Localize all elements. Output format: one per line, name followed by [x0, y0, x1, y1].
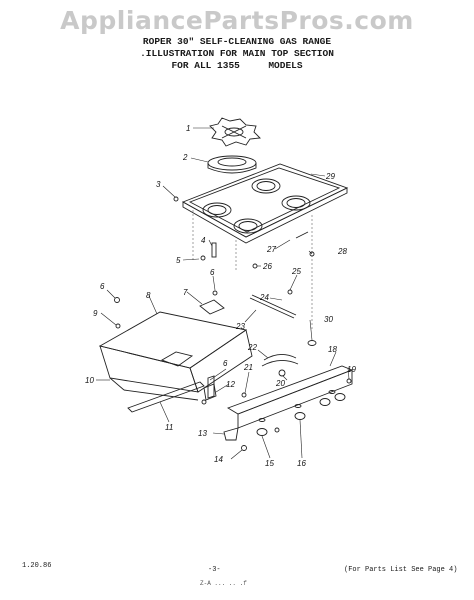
callout-16: 16 [297, 459, 306, 468]
callout-7: 7 [183, 288, 188, 297]
leader-lines [96, 127, 350, 460]
title-line-3: FOR ALL 1355 MODELS [171, 60, 303, 71]
callout-19: 19 [347, 365, 356, 374]
title-line-2: .ILLUSTRATION FOR MAIN TOP SECTION [140, 48, 334, 59]
callout-22: 22 [247, 343, 257, 352]
callout-25: 25 [291, 267, 301, 276]
callout-26: 26 [262, 262, 272, 271]
callout-11: 11 [165, 423, 173, 432]
callout-12: 12 [226, 380, 235, 389]
callout-labels: 1 2 3 29 4 27 28 5 26 6 25 6 8 7 24 9 30… [85, 124, 356, 468]
callout-13: 13 [198, 429, 207, 438]
cooktop-main-top-part [181, 163, 349, 244]
callout-29: 29 [325, 172, 335, 181]
callout-4: 4 [201, 236, 206, 245]
callout-28: 28 [337, 247, 347, 256]
callout-9: 9 [93, 309, 98, 318]
callout-6b: 6 [100, 282, 105, 291]
callout-23: 23 [235, 322, 245, 331]
footer-scribble: Z-A ... .. .f [200, 580, 247, 587]
parts-list-reference: (For Parts List See Page 4) [344, 566, 458, 574]
knob-parts [203, 340, 352, 451]
rod-part [249, 289, 297, 319]
callout-30: 30 [324, 315, 333, 324]
callout-8: 8 [146, 291, 151, 300]
callout-18: 18 [328, 345, 337, 354]
callout-10: 10 [85, 376, 94, 385]
callout-6a: 6 [210, 268, 215, 277]
callout-3: 3 [156, 180, 161, 189]
title-line-1: ROPER 30" SELF-CLEANING GAS RANGE [142, 36, 332, 47]
callout-24: 24 [259, 293, 269, 302]
top-hardware-parts [173, 196, 315, 330]
burner-cap-part [209, 117, 261, 147]
callout-20: 20 [275, 379, 285, 388]
diagram-title: ROPER 30" SELF-CLEANING GAS RANGE .ILLUS… [0, 36, 474, 72]
callout-5: 5 [176, 256, 181, 265]
callout-2: 2 [182, 153, 188, 162]
callout-27: 27 [266, 245, 276, 254]
bracket-part [199, 290, 225, 315]
callout-21: 21 [243, 363, 253, 372]
callout-6c: 6 [223, 359, 228, 368]
page-number: -3- [208, 566, 221, 574]
callout-15: 15 [265, 459, 274, 468]
watermark-text: AppliancePartsPros.com [60, 6, 414, 35]
callout-14: 14 [214, 455, 223, 464]
manifold-panel-part [226, 365, 354, 429]
footer-date: 1.20.86 [22, 562, 52, 570]
valve-part [261, 354, 299, 377]
burner-ring-part [207, 155, 257, 174]
callout-1: 1 [186, 124, 190, 133]
lower-rail-part [127, 375, 215, 413]
